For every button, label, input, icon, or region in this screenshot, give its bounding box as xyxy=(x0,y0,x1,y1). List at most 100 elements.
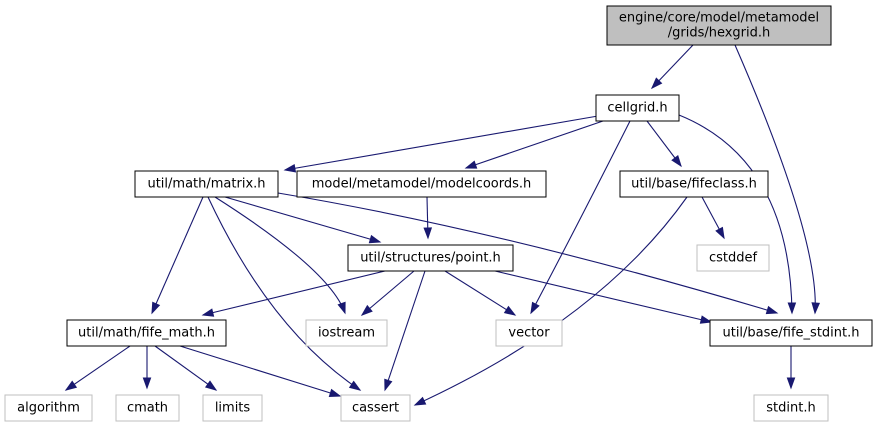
edge-arrowhead xyxy=(151,301,161,315)
node-label: util/math/matrix.h xyxy=(147,177,265,192)
node-label: iostream xyxy=(318,326,375,341)
edge-cellgrid-to-fife_stdint xyxy=(678,114,797,315)
node-algorithm: algorithm xyxy=(4,394,93,422)
edge-matrix-to-fife_stdint xyxy=(277,192,779,315)
edge-arrowhead xyxy=(360,304,373,316)
node-fifeclass[interactable]: util/base/fifeclass.h xyxy=(619,170,769,198)
edge-cellgrid-to-matrix xyxy=(283,115,599,173)
edge-arrowhead xyxy=(503,305,517,316)
node-label: util/base/fife_stdint.h xyxy=(722,326,859,341)
edge-fife_math-to-limits xyxy=(154,345,218,391)
node-modelcoords[interactable]: model/metamodel/modelcoords.h xyxy=(296,170,547,198)
node-box xyxy=(115,394,180,422)
edge-fife_math-to-cmath xyxy=(142,346,152,390)
edge-line xyxy=(465,120,604,169)
node-label: cellgrid.h xyxy=(607,101,667,116)
edge-hexgrid-to-cellgrid xyxy=(650,44,694,90)
nodes-layer: engine/core/model/metamodel/grids/hexgri… xyxy=(4,5,873,422)
node-matrix[interactable]: util/math/matrix.h xyxy=(134,170,279,198)
edge-line xyxy=(202,270,386,316)
edge-fife_stdint-to-stdint xyxy=(786,346,796,390)
node-label: algorithm xyxy=(17,401,80,416)
node-cmath: cmath xyxy=(115,394,180,422)
node-box xyxy=(606,5,832,46)
node-vector: vector xyxy=(495,319,563,347)
node-point[interactable]: util/structures/point.h xyxy=(347,244,514,272)
node-label: cstddef xyxy=(709,251,758,266)
node-label: engine/core/model/metamodel xyxy=(619,11,819,26)
node-box xyxy=(4,394,93,422)
node-label: /grids/hexgrid.h xyxy=(668,26,771,41)
edge-arrowhead xyxy=(423,227,433,240)
edge-matrix-to-cassert xyxy=(207,196,362,391)
edge-arrowhead xyxy=(64,380,78,391)
edge-line xyxy=(444,270,516,316)
edge-line xyxy=(207,196,361,391)
node-fife_stdint[interactable]: util/base/fife_stdint.h xyxy=(709,319,873,347)
edge-cellgrid-to-vector xyxy=(530,120,631,315)
edge-arrowhead xyxy=(715,226,725,240)
node-box xyxy=(202,394,263,422)
edge-fifeclass-to-cstddef xyxy=(701,196,725,240)
edge-line xyxy=(361,270,415,316)
edge-arrowhead xyxy=(530,301,540,315)
edge-point-to-vector xyxy=(444,270,517,316)
edge-hexgrid-to-fife_stdint xyxy=(734,44,821,315)
edge-arrowhead xyxy=(201,308,215,317)
edge-point-to-fife_stdint xyxy=(494,270,713,324)
edge-line xyxy=(151,196,204,314)
edge-fifeclass-to-cassert xyxy=(413,196,688,406)
node-label: cmath xyxy=(127,401,168,416)
edge-line xyxy=(179,345,341,397)
node-cstddef: cstddef xyxy=(696,244,770,272)
node-box xyxy=(134,170,279,198)
edge-matrix-to-point xyxy=(224,196,382,244)
node-hexgrid[interactable]: engine/core/model/metamodel/grids/hexgri… xyxy=(606,5,832,46)
node-label: model/metamodel/modelcoords.h xyxy=(312,177,532,192)
node-box xyxy=(305,319,388,347)
node-box xyxy=(66,319,227,347)
edge-line xyxy=(277,192,778,314)
node-label: util/math/fife_math.h xyxy=(78,326,215,341)
edge-arrowhead xyxy=(650,77,663,90)
edge-line xyxy=(65,345,131,391)
node-box xyxy=(495,319,563,347)
edge-matrix-to-iostream xyxy=(214,196,346,315)
edge-arrowhead xyxy=(283,163,297,173)
node-box xyxy=(595,94,680,122)
node-box xyxy=(753,394,829,422)
edge-arrowhead xyxy=(348,380,362,391)
node-label: vector xyxy=(508,326,550,341)
edge-arrowhead xyxy=(337,301,346,315)
node-label: limits xyxy=(215,401,251,416)
edge-line xyxy=(494,270,712,323)
node-box xyxy=(696,244,770,272)
edge-line xyxy=(154,345,217,391)
edge-point-to-iostream xyxy=(360,270,415,316)
edge-arrowhead xyxy=(786,377,796,390)
node-label: util/structures/point.h xyxy=(360,251,501,266)
edge-line xyxy=(224,196,381,243)
edge-cellgrid-to-modelcoords xyxy=(464,120,604,169)
edge-line xyxy=(530,120,631,314)
edge-arrowhead xyxy=(328,388,342,397)
edge-point-to-fife_math xyxy=(201,270,386,317)
node-iostream: iostream xyxy=(305,319,388,347)
edge-arrowhead xyxy=(811,302,821,315)
node-cellgrid[interactable]: cellgrid.h xyxy=(595,94,680,122)
edge-fife_math-to-cassert xyxy=(179,345,342,397)
edge-modelcoords-to-point xyxy=(423,196,433,240)
edge-fife_math-to-algorithm xyxy=(64,345,131,391)
edge-line xyxy=(214,196,346,314)
edge-line xyxy=(284,115,599,171)
node-box xyxy=(296,170,547,198)
edge-arrowhead xyxy=(699,315,713,324)
node-fife_math[interactable]: util/math/fife_math.h xyxy=(66,319,227,347)
edge-arrowhead xyxy=(765,305,779,315)
node-box xyxy=(619,170,769,198)
node-limits: limits xyxy=(202,394,263,422)
edge-line xyxy=(414,196,688,406)
node-box xyxy=(347,244,514,272)
edge-arrowhead xyxy=(464,160,478,169)
